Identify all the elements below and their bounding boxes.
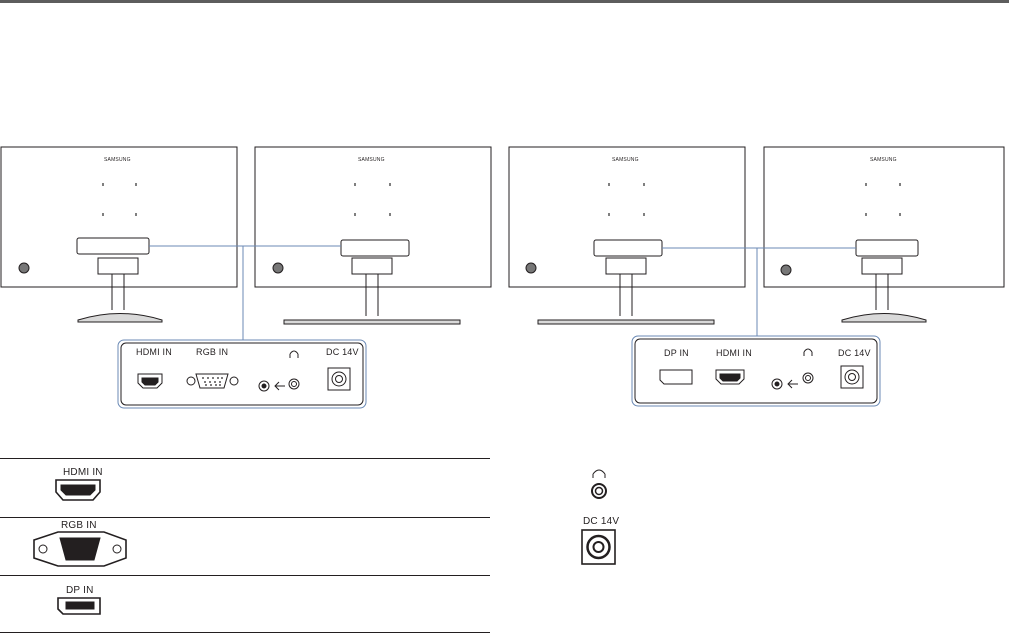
- monitor-4-back-view: [763, 146, 1005, 323]
- monitor-2-back-view: [254, 146, 492, 325]
- monitor-4-brand: SAMSUNG: [870, 157, 897, 163]
- legend-rule-3: [0, 575, 490, 576]
- callout-right-hdmi-label: HDMI IN: [716, 348, 752, 358]
- callout-left-dc-label: DC 14V: [326, 347, 359, 357]
- legend-rule-1: [0, 458, 490, 459]
- monitor-2-brand: SAMSUNG: [358, 157, 385, 163]
- legend-dc-label: DC 14V: [583, 516, 620, 527]
- legend-hdmi-icon: [55, 479, 101, 501]
- monitor-1-brand: SAMSUNG: [104, 157, 131, 163]
- legend-hdmi-label: HDMI IN: [63, 467, 103, 478]
- legend-rule-4: [0, 632, 490, 633]
- callout-right-box: [631, 335, 881, 407]
- monitor-3-back-view: [508, 146, 746, 325]
- legend-dp-label: DP IN: [66, 585, 94, 596]
- monitor-3-brand: SAMSUNG: [612, 157, 639, 163]
- callout-left-rgb-label: RGB IN: [196, 347, 229, 357]
- leader-lines: [149, 245, 856, 340]
- legend-rgb-icon: [33, 531, 127, 567]
- callout-left-hdmi-label: HDMI IN: [136, 347, 172, 357]
- legend-rule-2: [0, 517, 490, 518]
- legend-dc-icon: [581, 529, 616, 565]
- legend-audio-icon: [591, 469, 607, 499]
- callout-left-box: [117, 339, 367, 409]
- top-rule: [0, 0, 1009, 3]
- monitor-1-back-view: [0, 146, 238, 323]
- callout-right-dp-label: DP IN: [664, 348, 689, 358]
- legend-dp-icon: [57, 597, 101, 615]
- legend-rgb-label: RGB IN: [61, 520, 97, 531]
- callout-right-dc-label: DC 14V: [838, 348, 871, 358]
